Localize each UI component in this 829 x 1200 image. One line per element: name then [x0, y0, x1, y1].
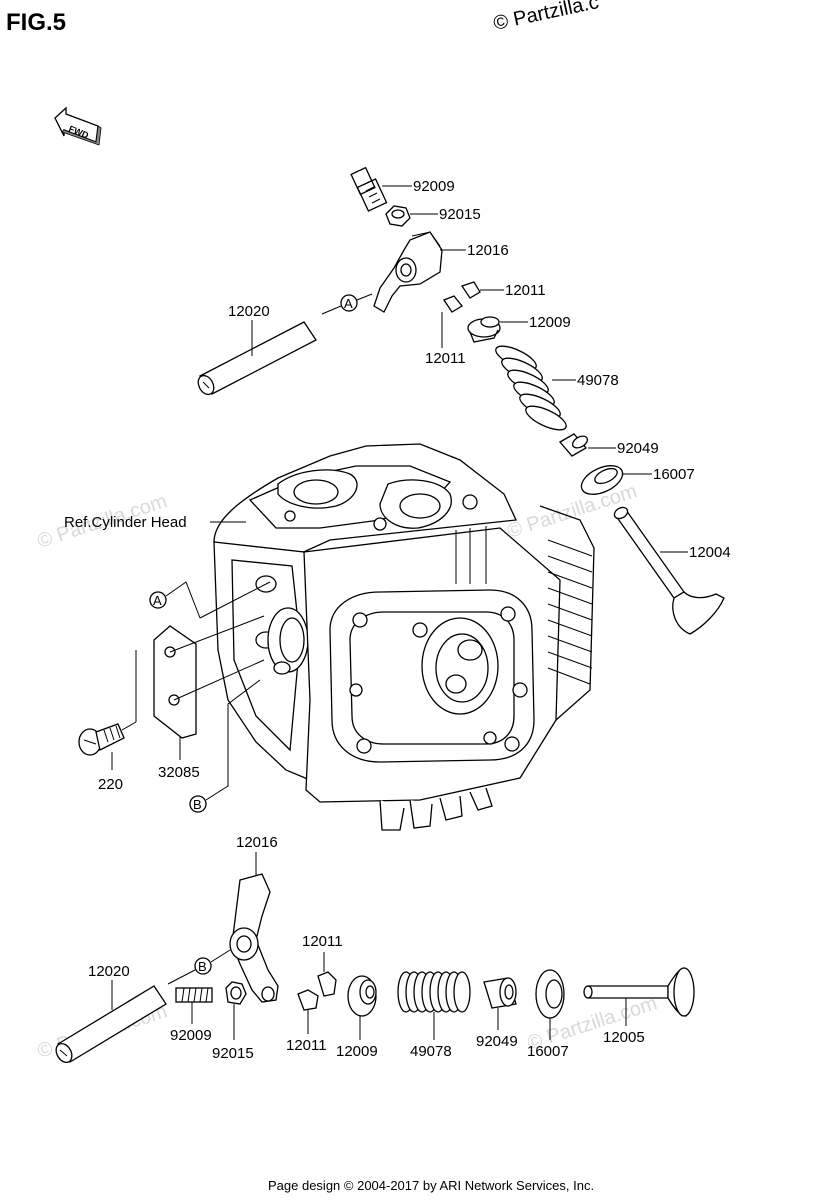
oil-seal-bottom	[483, 977, 517, 1009]
spring-retainer-top	[467, 316, 501, 343]
figure-title: FIG.5	[6, 9, 66, 36]
label-12016-bottom: 12016	[236, 834, 278, 851]
adjusting-screw-bottom	[175, 987, 213, 1003]
label-32085: 32085	[158, 764, 200, 781]
label-49078-top: 49078	[577, 372, 619, 389]
valve-exhaust-top	[613, 506, 725, 635]
callout-a-top-text: A	[344, 296, 353, 311]
label-12011-bottom-top: 12011	[302, 933, 343, 950]
valve-cotter-top	[443, 281, 481, 313]
label-92015-bottom: 92015	[212, 1045, 254, 1062]
label-12020-top: 12020	[228, 303, 270, 320]
footer-copyright: Page design © 2004-2017 by ARI Network S…	[268, 1178, 594, 1193]
lock-nut-bottom	[225, 981, 247, 1005]
callout-b-bottom-text: B	[198, 959, 207, 974]
label-12009-bottom: 12009	[336, 1043, 378, 1060]
label-92049-bottom: 92049	[476, 1033, 518, 1050]
label-12004: 12004	[689, 544, 731, 561]
label-12005: 12005	[603, 1029, 645, 1046]
callout-b-bottom	[194, 957, 212, 975]
lock-nut-top	[385, 205, 411, 227]
label-16007-bottom: 16007	[527, 1043, 569, 1060]
oil-seal-top	[558, 433, 589, 457]
label-12011-top-right: 12011	[505, 282, 546, 299]
spring-seat-bottom	[535, 969, 565, 1019]
rocker-shaft-top	[197, 321, 317, 396]
label-12016-top: 12016	[467, 242, 509, 259]
label-92049-top: 92049	[617, 440, 659, 457]
rocker-arm-top	[373, 231, 443, 313]
label-220: 220	[98, 776, 123, 793]
callout-b-left	[189, 795, 207, 813]
rocker-arm-bottom	[229, 873, 279, 1003]
label-92015-top: 92015	[439, 206, 481, 223]
valve-cotter-bottom	[297, 971, 337, 1011]
plate-32085	[153, 625, 197, 739]
callout-a-top	[340, 294, 358, 312]
fwd-arrow-icon: FWD	[54, 106, 102, 146]
callout-b-left-text: B	[193, 797, 202, 812]
label-12011-top-left: 12011	[425, 350, 466, 367]
callout-a-left-text: A	[153, 593, 162, 608]
spring-retainer-bottom	[347, 975, 377, 1017]
spring-seat-top	[580, 465, 624, 495]
label-ref-cylinder-head: Ref.Cylinder Head	[64, 514, 187, 531]
valve-spring-top	[495, 345, 567, 431]
cylinder-head	[213, 443, 595, 831]
rocker-shaft-bottom	[55, 985, 167, 1063]
callout-a-left	[149, 591, 167, 609]
label-12009-top: 12009	[529, 314, 571, 331]
screw-220	[78, 723, 125, 756]
label-12011-bottom: 12011	[286, 1037, 327, 1054]
adjusting-screw-top	[350, 166, 388, 212]
label-49078-bottom: 49078	[410, 1043, 452, 1060]
valve-spring-bottom	[397, 971, 471, 1013]
valve-intake-bottom	[583, 967, 695, 1017]
partzilla-watermark-top: © Partzilla.c	[491, 0, 600, 35]
label-92009-top: 92009	[413, 178, 455, 195]
label-16007-top: 16007	[653, 466, 695, 483]
label-92009-bottom: 92009	[170, 1027, 212, 1044]
label-12020-bottom: 12020	[88, 963, 130, 980]
